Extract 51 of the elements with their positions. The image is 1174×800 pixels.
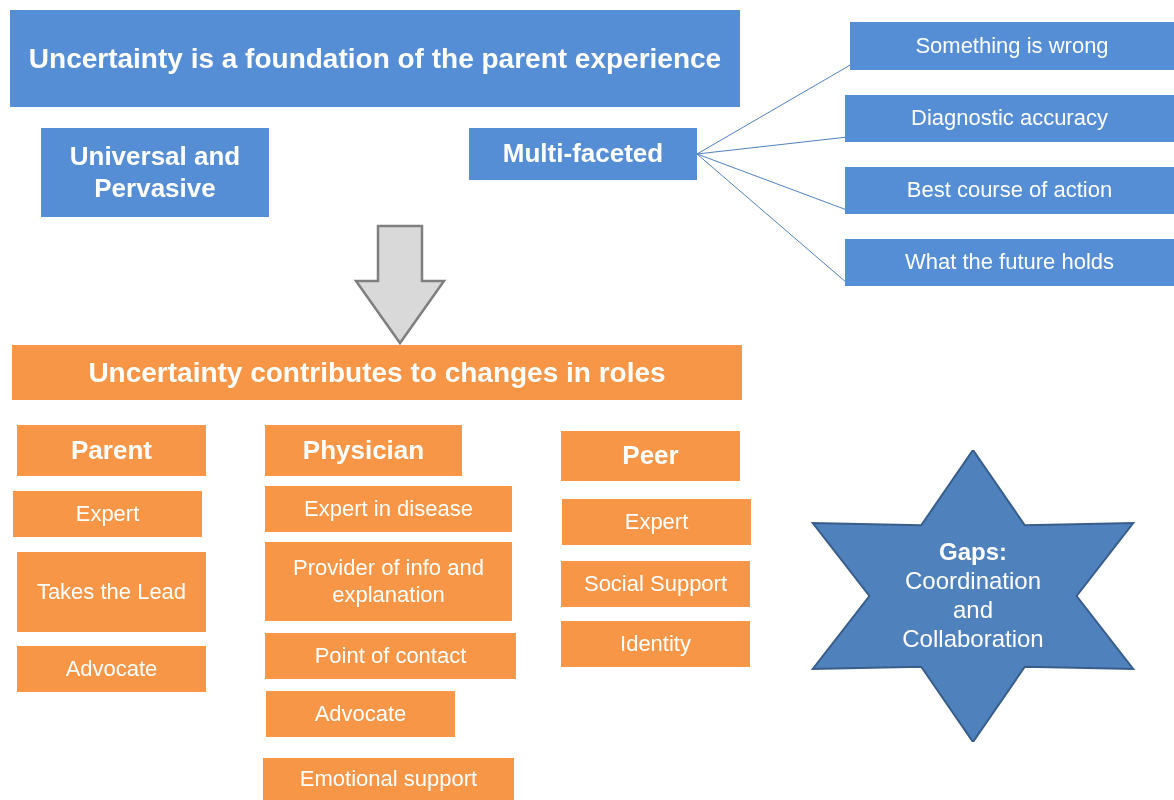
role-box: [17, 552, 206, 632]
role-box: [265, 542, 512, 621]
label-text: Emotional support: [299, 765, 478, 793]
role-box: [12, 345, 742, 400]
label-text: Takes the Lead: [36, 578, 187, 606]
role-box: [265, 425, 462, 476]
role-box: [266, 691, 455, 737]
label-text: Best course of action: [906, 177, 1113, 204]
label-text: Uncertainty is a foundation of the parent experience: [28, 41, 722, 76]
label-text: Multi-faceted: [502, 138, 664, 170]
concept-box: [10, 10, 740, 107]
connector-line: [696, 153, 846, 282]
label-text: Expert: [624, 508, 689, 536]
label-text: Parent: [71, 434, 152, 467]
connector-line: [696, 64, 851, 155]
concept-box: [845, 167, 1174, 214]
role-box: [562, 499, 751, 545]
connector-line: [696, 153, 846, 210]
concept-box: [850, 22, 1174, 70]
label-text: Coordination and Collaboration: [901, 567, 1045, 654]
label-text: Advocate: [65, 655, 158, 683]
label-text: Point of contact: [314, 642, 467, 670]
label-text: Uncertainty contributes to changes in roles: [88, 355, 666, 390]
label-text: Something is wrong: [915, 32, 1109, 60]
label-text: Expert: [75, 500, 140, 528]
label-text: Provider of info and explanation: [292, 555, 485, 608]
role-box: [265, 486, 512, 532]
block-arrow: [353, 224, 447, 346]
label-text: Peer: [622, 440, 679, 472]
role-box: [561, 431, 740, 481]
concept-box: [845, 95, 1174, 142]
role-box: [13, 491, 202, 537]
heading-text: Gaps:: [939, 538, 1007, 568]
role-box: [561, 561, 750, 607]
label-text: Advocate: [314, 700, 407, 728]
label-text: Diagnostic accuracy: [911, 105, 1108, 132]
label-text: Expert in disease: [304, 495, 473, 523]
concept-box: [845, 239, 1174, 286]
role-box: [17, 646, 206, 692]
label-text: Identity: [620, 630, 691, 658]
label-text: What the future holds: [904, 249, 1115, 276]
label-text: Universal and Pervasive: [68, 141, 242, 204]
label-text: Physician: [302, 434, 425, 467]
label-text: Social Support: [583, 570, 728, 598]
concept-box: [469, 128, 697, 180]
role-box: [265, 633, 516, 679]
connector-line: [696, 136, 846, 155]
role-box: [263, 758, 514, 800]
concept-box: [41, 128, 269, 217]
role-box: [17, 425, 206, 476]
role-box: [561, 621, 750, 667]
